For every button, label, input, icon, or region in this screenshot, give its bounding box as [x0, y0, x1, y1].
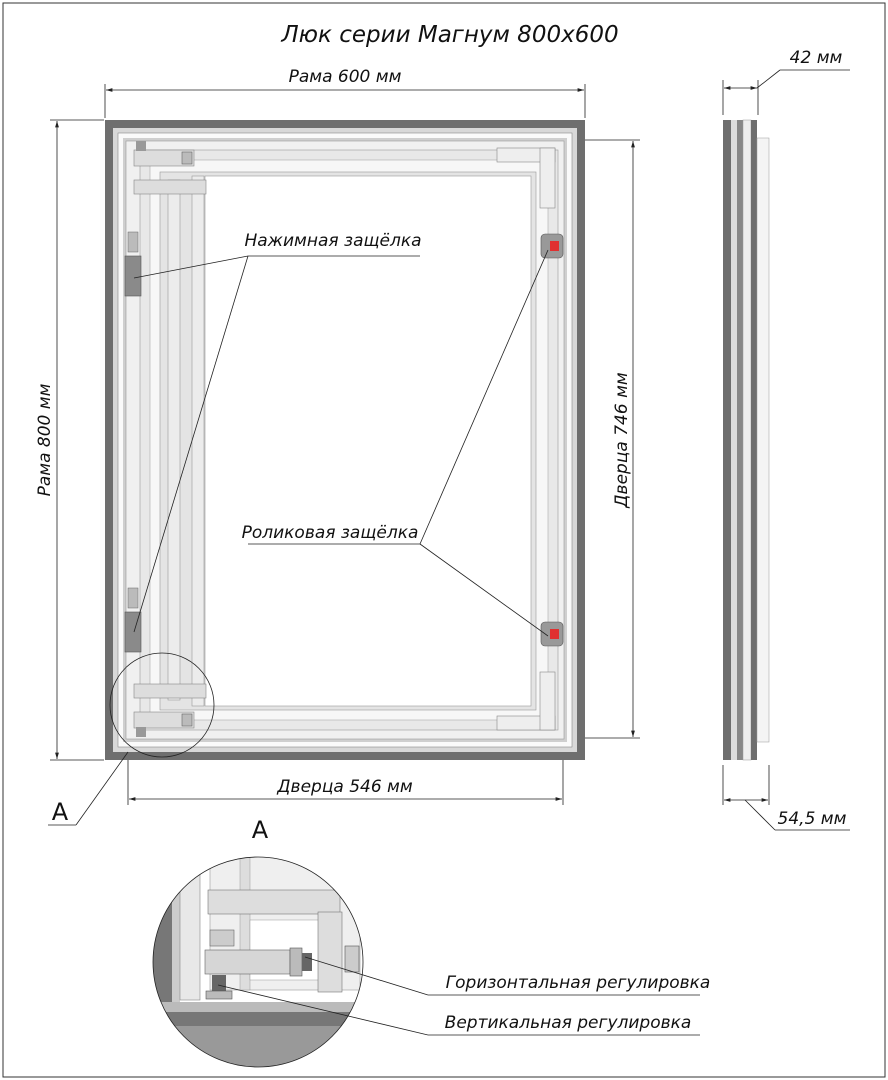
door-width-label: Дверца 546 мм — [276, 777, 413, 797]
dim-frame-width: Рама 600 мм — [104, 67, 586, 118]
detail-marker-label: A — [52, 798, 69, 826]
dim-door-width: Дверца 546 мм — [127, 745, 564, 805]
side-view: 42 мм 54,5 мм — [722, 48, 850, 831]
detail-marker: A — [48, 751, 129, 826]
vertical-adjust-label: Вертикальная регулировка — [445, 1013, 692, 1033]
frame-width-label: Рама 600 мм — [289, 67, 402, 87]
callout-horizontal-adjust: Горизонтальная регулировка — [304, 956, 711, 996]
detail-a-view — [152, 856, 364, 1068]
frame-height-label: Рама 800 мм — [35, 383, 55, 496]
door-height-label: Дверца 746 мм — [612, 372, 632, 509]
roller-latch-bottom — [540, 621, 564, 647]
roller-latch-top — [540, 233, 564, 259]
detail-a-circle — [109, 652, 215, 758]
front-view — [105, 120, 585, 760]
drawing-title: Люк серии Магнум 800x600 — [280, 22, 618, 48]
push-latch-label: Нажимная защёлка — [244, 231, 421, 251]
callout-push-latch: Нажимная защёлка — [133, 231, 422, 633]
depth-bottom-label: 54,5 мм — [778, 809, 847, 829]
depth-top-label: 42 мм — [790, 48, 843, 68]
roller-latch-label: Роликовая защёлка — [242, 523, 419, 543]
horizontal-adjust-label: Горизонтальная регулировка — [446, 973, 711, 993]
push-latch-top — [124, 231, 142, 297]
callout-vertical-adjust: Вертикальная регулировка — [217, 984, 700, 1036]
dim-frame-height: Рама 800 мм — [35, 119, 104, 761]
detail-title: A — [252, 816, 269, 844]
callout-roller-latch: Роликовая защёлка — [242, 249, 549, 637]
